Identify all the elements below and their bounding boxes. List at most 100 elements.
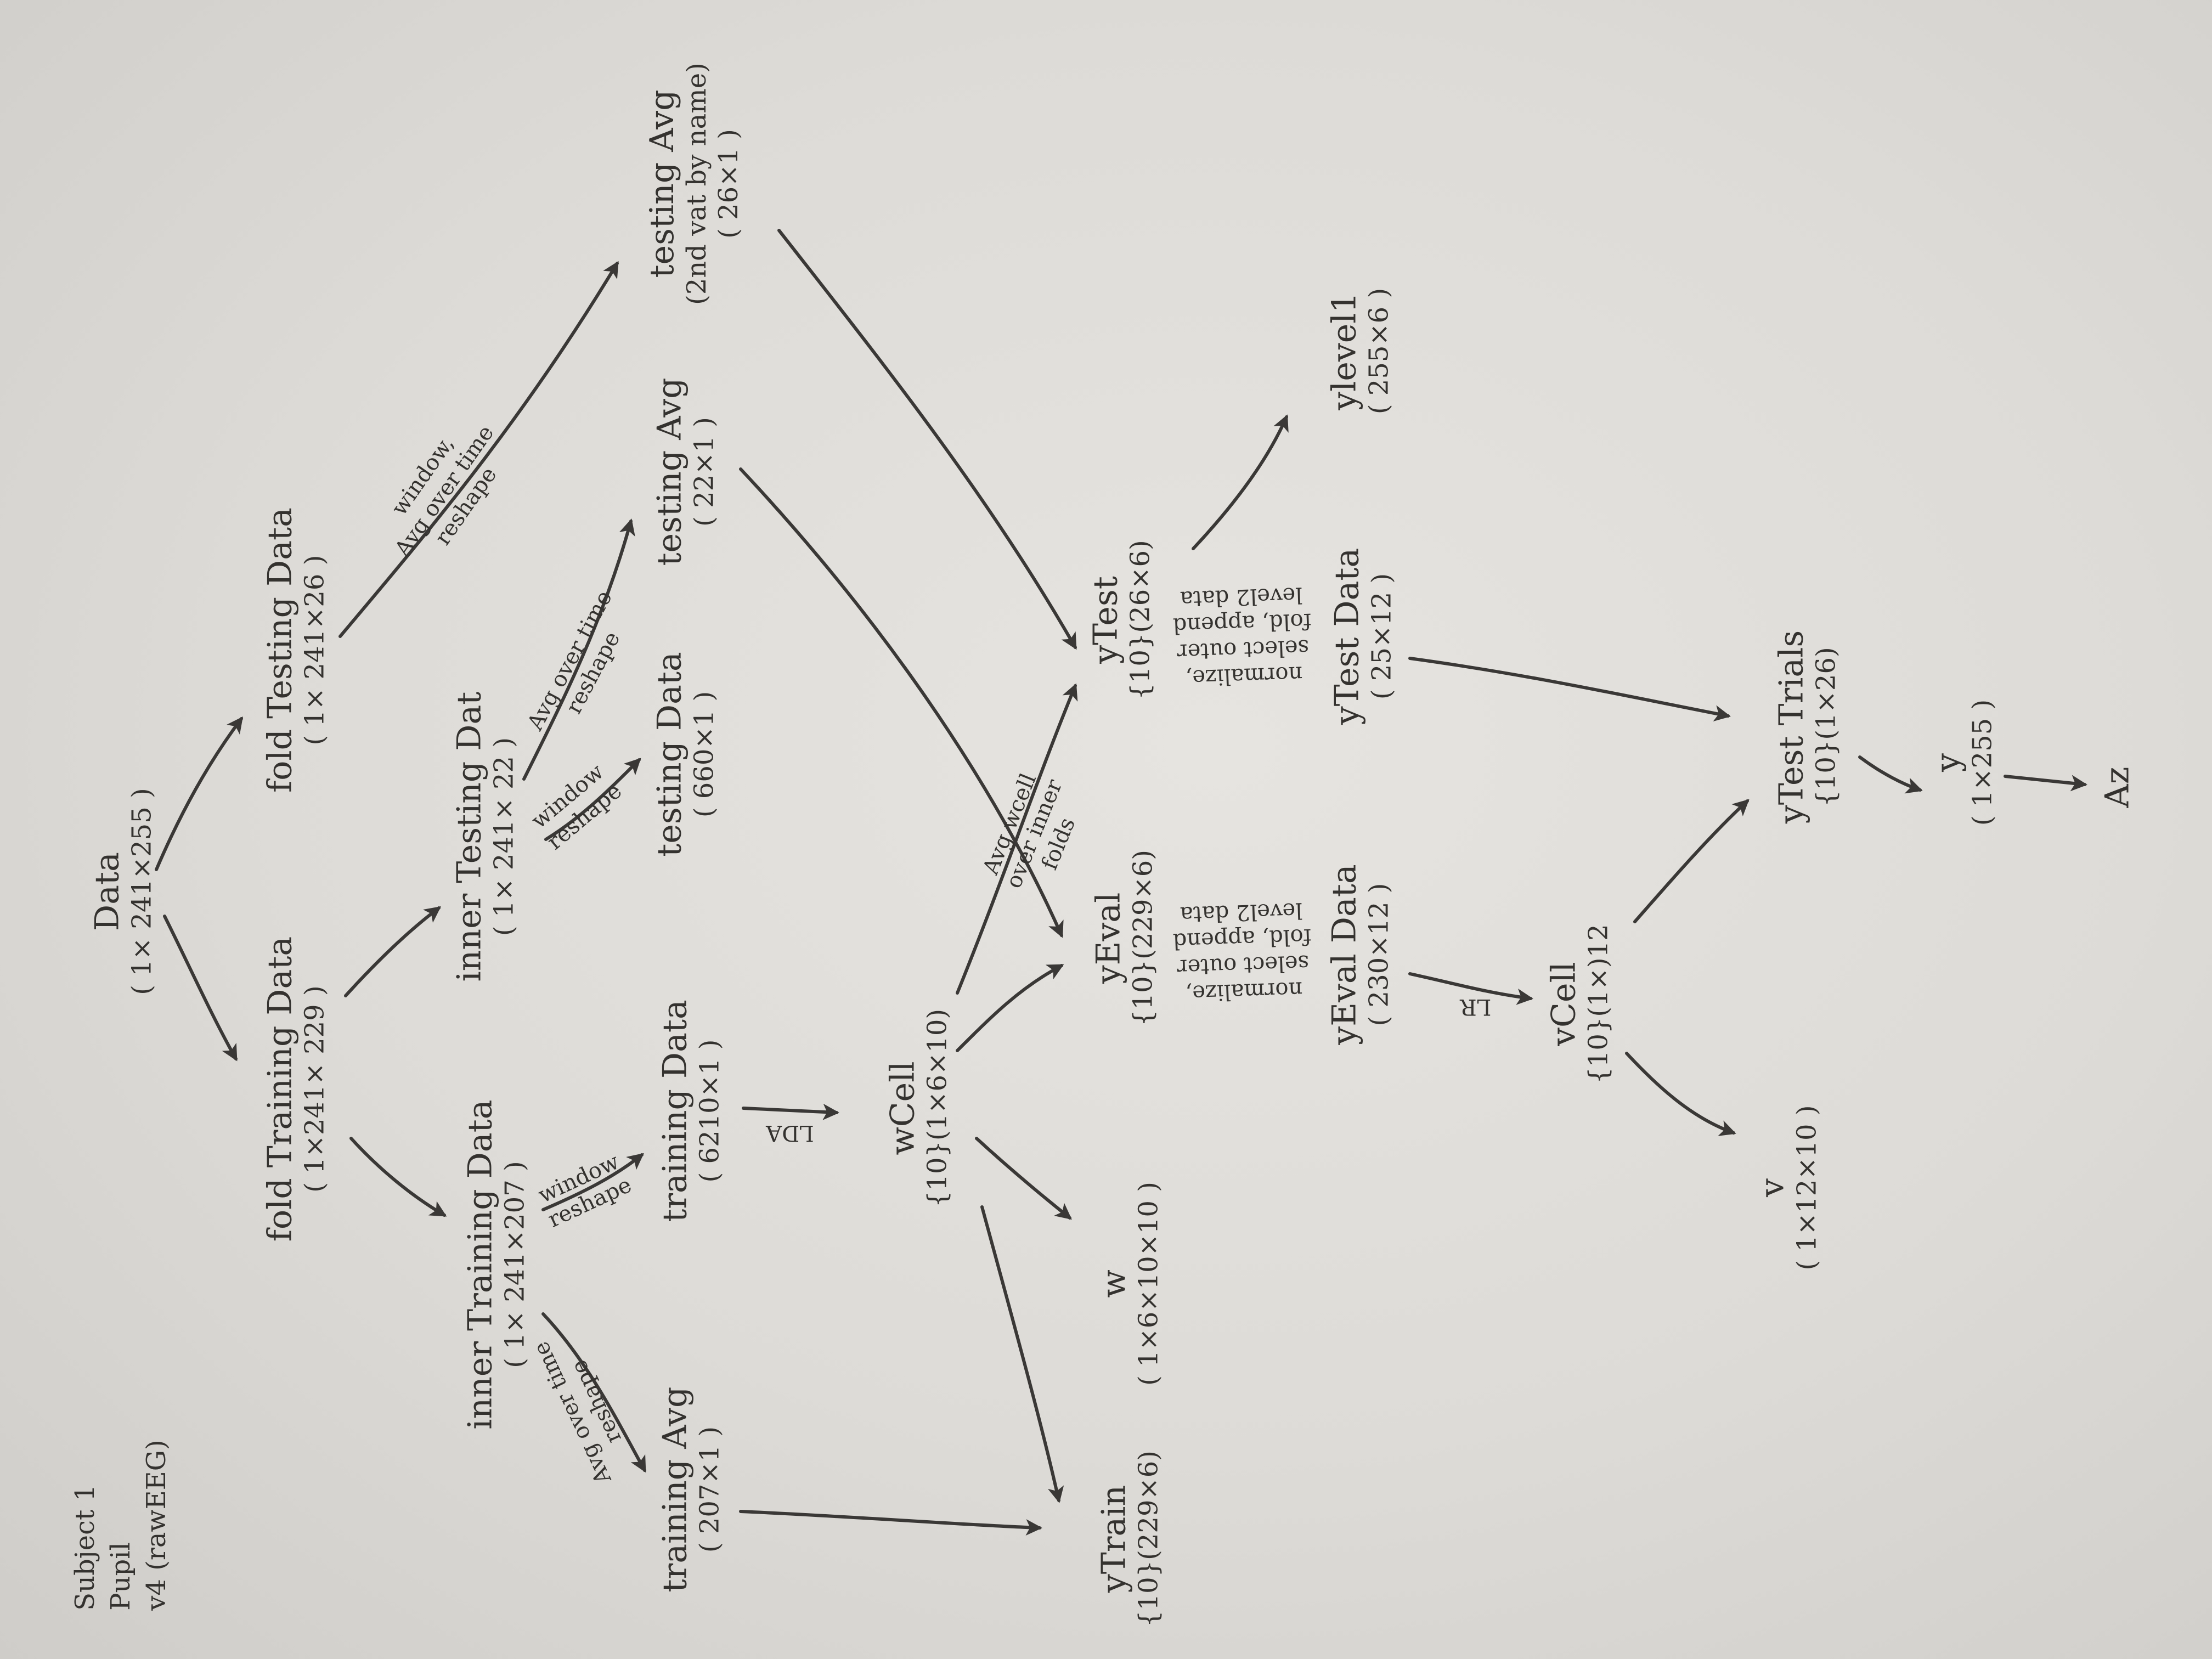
node-fold-training-data: fold Training Data ( 1×241× 229 ): [261, 936, 331, 1242]
node-y-test-trials-dims: {10}(1×26): [1810, 647, 1842, 807]
node-training-avg-dims: ( 207×1 ): [694, 1426, 725, 1553]
arrow-data-to-fold-training: [163, 915, 238, 1062]
node-fold-training-data-name: fold Training Data: [261, 936, 300, 1242]
arrow-wcell-to-y-test: [956, 683, 1078, 995]
arrow-fold-training-to-inner-testing: [344, 906, 441, 997]
page-header: Subject 1 Pupil v4 (rawEEG): [67, 1440, 174, 1610]
node-testing-avg-2nd-name: testing Avg: [642, 89, 681, 278]
node-fold-testing-data-dims: ( 1× 241×26 ): [299, 555, 330, 746]
node-wcell: wCell {10}(1×6×10): [884, 1009, 954, 1207]
node-fold-testing-data-name: fold Testing Data: [261, 507, 300, 793]
arrow-training-avg-to-y-train: [739, 1510, 1042, 1536]
node-ylevel1-name: ylevel1: [1325, 292, 1364, 410]
node-w-dims: ( 1×6×10×10 ): [1133, 1182, 1164, 1386]
node-training-data-dims: ( 6210×1 ): [694, 1039, 725, 1183]
label-line: select outer: [1176, 950, 1310, 980]
arrow-y-eval-data-to-vcell: [1408, 972, 1533, 1005]
node-inner-testing-data: inner Testing Dat ( 1× 241× 22 ): [450, 691, 521, 982]
node-data: Data ( 1× 241×255 ): [88, 788, 159, 995]
node-vcell-dims: {10}(1×)12: [1583, 924, 1614, 1084]
arrow-fold-training-to-inner-training: [349, 1137, 447, 1217]
node-training-data-name: training Data: [656, 1000, 695, 1222]
arrow-y-to-az: [2004, 775, 2087, 792]
node-y: y ( 1×255 ): [1929, 699, 1999, 826]
node-y-test: yTest {10}(26×6): [1087, 540, 1157, 699]
node-y-eval-data-dims: ( 230×12 ): [1363, 883, 1395, 1026]
node-testing-avg: testing Avg ( 22×1 ): [651, 377, 721, 566]
node-y-train-dims: {10}(229×6): [1133, 1451, 1164, 1627]
label-lda: LDA: [766, 1120, 814, 1146]
node-y-eval-dims: {10}(229×6): [1127, 850, 1159, 1026]
node-data-name: Data: [88, 852, 127, 931]
node-y-test-trials: yTest Trials {10}(1×26): [1773, 630, 1843, 823]
label-line: normalize,: [1184, 661, 1304, 691]
node-wcell-name: wCell: [883, 1061, 922, 1155]
node-fold-training-data-dims: ( 1×241× 229 ): [299, 985, 330, 1193]
node-inner-training-data: inner Training Data ( 1× 241×207 ): [461, 1099, 532, 1430]
label-normalize-eval: normalize, select outer fold, append lev…: [1171, 897, 1313, 1007]
node-fold-testing-data: fold Testing Data ( 1× 241×26 ): [261, 507, 331, 793]
node-y-train-name: yTrain: [1094, 1485, 1133, 1593]
node-y-eval-data-name: yEval Data: [1325, 864, 1364, 1045]
pupil-label: Pupil: [105, 1542, 136, 1611]
arrow-inner-training-to-training-avg: [541, 1312, 646, 1473]
arrow-wcell-to-y-train: [980, 1205, 1064, 1503]
node-ylevel1-dims: ( 255×6 ): [1363, 287, 1395, 415]
arrow-y-test-data-to-y-test-trials: [1408, 657, 1731, 721]
arrow-training-data-to-wcell: [742, 1103, 839, 1120]
arrow-vcell-to-y-test-trials: [1633, 799, 1750, 923]
node-az: Az: [2098, 766, 2137, 808]
node-az-name: Az: [2098, 766, 2137, 808]
label-normalize-test: normalize, select outer fold, append lev…: [1171, 582, 1313, 692]
node-vcell: vCell {10}(1×)12: [1545, 924, 1615, 1084]
arrow-testing-avg-2nd-to-y-test: [777, 229, 1077, 650]
arrow-wcell-to-y-eval: [956, 964, 1064, 1052]
node-testing-data: testing Data ( 660×1 ): [651, 652, 721, 857]
node-testing-avg-2nd-dims: ( 26×1 ): [713, 129, 744, 239]
node-data-dims: ( 1× 241×255 ): [126, 788, 157, 995]
node-y-test-data-name: yTest Data: [1328, 548, 1367, 725]
arrow-inner-training-to-training-data: [541, 1153, 644, 1211]
node-y-eval: yEval {10}(229×6): [1090, 850, 1160, 1026]
label-line: LDA: [766, 1120, 814, 1146]
node-vcell-name: vCell: [1544, 962, 1583, 1046]
node-y-test-trials-name: yTest Trials: [1772, 630, 1811, 824]
node-training-data: training Data ( 6210×1 ): [656, 1000, 726, 1222]
node-y-eval-data: yEval Data ( 230×12 ): [1325, 864, 1396, 1045]
node-v-name: v: [1753, 1178, 1792, 1197]
node-y-eval-name: yEval: [1089, 892, 1128, 984]
node-y-dims: ( 1×255 ): [1967, 699, 1998, 826]
arrow-fold-testing-to-testing-avg-2nd: [338, 261, 619, 638]
node-ylevel1: ylevel1 ( 255×6 ): [1325, 287, 1396, 415]
node-y-train: yTrain {10}(229×6): [1094, 1451, 1165, 1627]
node-inner-training-data-dims: ( 1× 241×207 ): [499, 1161, 531, 1368]
node-inner-training-data-name: inner Training Data: [461, 1099, 500, 1430]
label-line: LR: [1460, 994, 1492, 1019]
node-testing-avg-2nd: testing Avg (2nd vat by name) ( 26×1 ): [642, 63, 744, 305]
node-wcell-dims: {10}(1×6×10): [922, 1008, 953, 1208]
node-v: v ( 1×12×10 ): [1753, 1105, 1824, 1270]
version-label: v4 (rawEEG): [140, 1440, 172, 1611]
node-y-test-data-dims: ( 25×12 ): [1366, 573, 1397, 700]
node-y-name: y: [1928, 753, 1967, 772]
node-w-name: w: [1094, 1269, 1133, 1298]
node-y-test-dims: {10}(26×6): [1125, 540, 1156, 700]
node-training-avg-name: training Avg: [656, 1386, 695, 1593]
arrow-inner-testing-to-testing-data: [544, 758, 641, 841]
arrow-y-test-trials-to-y: [1858, 755, 1923, 794]
node-testing-avg-dims: ( 22×1 ): [689, 417, 720, 527]
node-y-test-name: yTest: [1086, 576, 1125, 664]
label-line: fold, append: [1172, 923, 1312, 954]
label-line: select outer: [1176, 634, 1310, 665]
label-lr: LR: [1460, 994, 1492, 1020]
node-testing-avg-2nd-sub: (2nd vat by name): [681, 63, 712, 305]
label-line: normalize,: [1184, 977, 1304, 1006]
arrow-data-to-fold-testing: [155, 716, 243, 871]
arrow-vcell-to-v: [1625, 1052, 1736, 1136]
arrow-y-test-to-ylevel1: [1192, 414, 1289, 550]
label-line: level2 data: [1180, 898, 1303, 927]
node-inner-testing-data-name: inner Testing Dat: [450, 691, 489, 982]
node-testing-data-name: testing Data: [650, 652, 689, 857]
